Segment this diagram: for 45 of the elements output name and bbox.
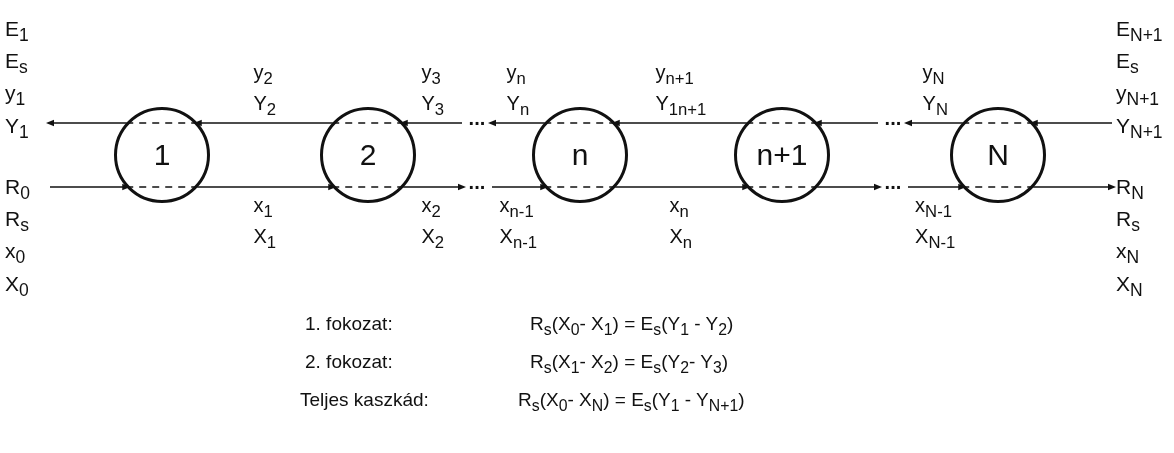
arrow — [46, 119, 127, 127]
stream-variable: X$_{0}$ — [5, 270, 30, 302]
equation-label: Teljes kaszkád: — [300, 388, 429, 412]
stream-variable: X$_{N}$ — [1116, 270, 1144, 302]
balance-equation: R$_{s}$(X$_{1}$- X$_{2}$) = E$_{s}$(Y$_{2}$- Y$_{3}$) — [530, 350, 729, 378]
ellipsis-dots: ··· — [884, 113, 902, 133]
edge-label: x$_{2}$ X$_{2}$ — [421, 193, 444, 254]
edge-label: y$_{n+1}$ Y$_{1n+1}$ — [655, 60, 707, 121]
edge-label: y$_{2}$ Y$_{2}$ — [253, 60, 277, 121]
stream-variable: x$_{N}$ — [1116, 238, 1141, 270]
stream-variable: Y$_{1}$ — [5, 112, 30, 144]
stream-variable: R$_{N}$ — [1116, 174, 1145, 206]
stage-circle: n — [532, 107, 628, 203]
stream-variable: E$_{s}$ — [5, 48, 29, 80]
arrow — [488, 119, 545, 127]
edge-label: x$_{1}$ X$_{1}$ — [253, 193, 277, 254]
stage-circle: 1 — [114, 107, 210, 203]
arrow — [904, 119, 963, 127]
balance-equation: R$_{s}$(X$_{0}$- X$_{N}$) = E$_{s}$(Y$_{1}$ - Y$_{N+1}$) — [518, 388, 745, 416]
stream-variable: y$_{1}$ — [5, 80, 27, 112]
ellipsis-dots: ··· — [884, 177, 902, 197]
stream-variable: E$_{s}$ — [1116, 48, 1140, 80]
edge-label: x$_{n}$ X$_{n}$ — [669, 193, 693, 254]
ellipsis-dots: ··· — [468, 113, 486, 133]
arrow — [817, 183, 882, 191]
stream-variable: E$_{N+1}$ — [1116, 16, 1164, 48]
stream-variable: Y$_{N+1}$ — [1116, 112, 1164, 144]
stream-variable: R$_{0}$ — [5, 174, 31, 206]
arrow — [402, 183, 466, 191]
edge-label: y$_{n}$ Y$_{n}$ — [506, 60, 530, 121]
stage-circle: 2 — [320, 107, 416, 203]
equation-label: 2. fokozat: — [305, 350, 393, 374]
stream-variable: R$_{s}$ — [1116, 206, 1141, 238]
stream-variable: E$_{1}$ — [5, 16, 30, 48]
stream-variable: R$_{s}$ — [5, 206, 30, 238]
balance-equation: R$_{s}$(X$_{0}$- X$_{1}$) = E$_{s}$(Y$_{1}$ - Y$_{2}$) — [530, 312, 734, 340]
stream-variable: x$_{0}$ — [5, 238, 27, 270]
arrow — [1033, 183, 1116, 191]
ellipsis-dots: ··· — [468, 177, 486, 197]
equation-label: 1. fokozat: — [305, 312, 393, 336]
stage-circle: n+1 — [734, 107, 830, 203]
edge-label: y$_{3}$ Y$_{3}$ — [421, 60, 444, 121]
stage-circle: N — [950, 107, 1046, 203]
stream-variable: y$_{N+1}$ — [1116, 80, 1161, 112]
edge-label: y$_{N}$ Y$_{N}$ — [922, 60, 948, 121]
